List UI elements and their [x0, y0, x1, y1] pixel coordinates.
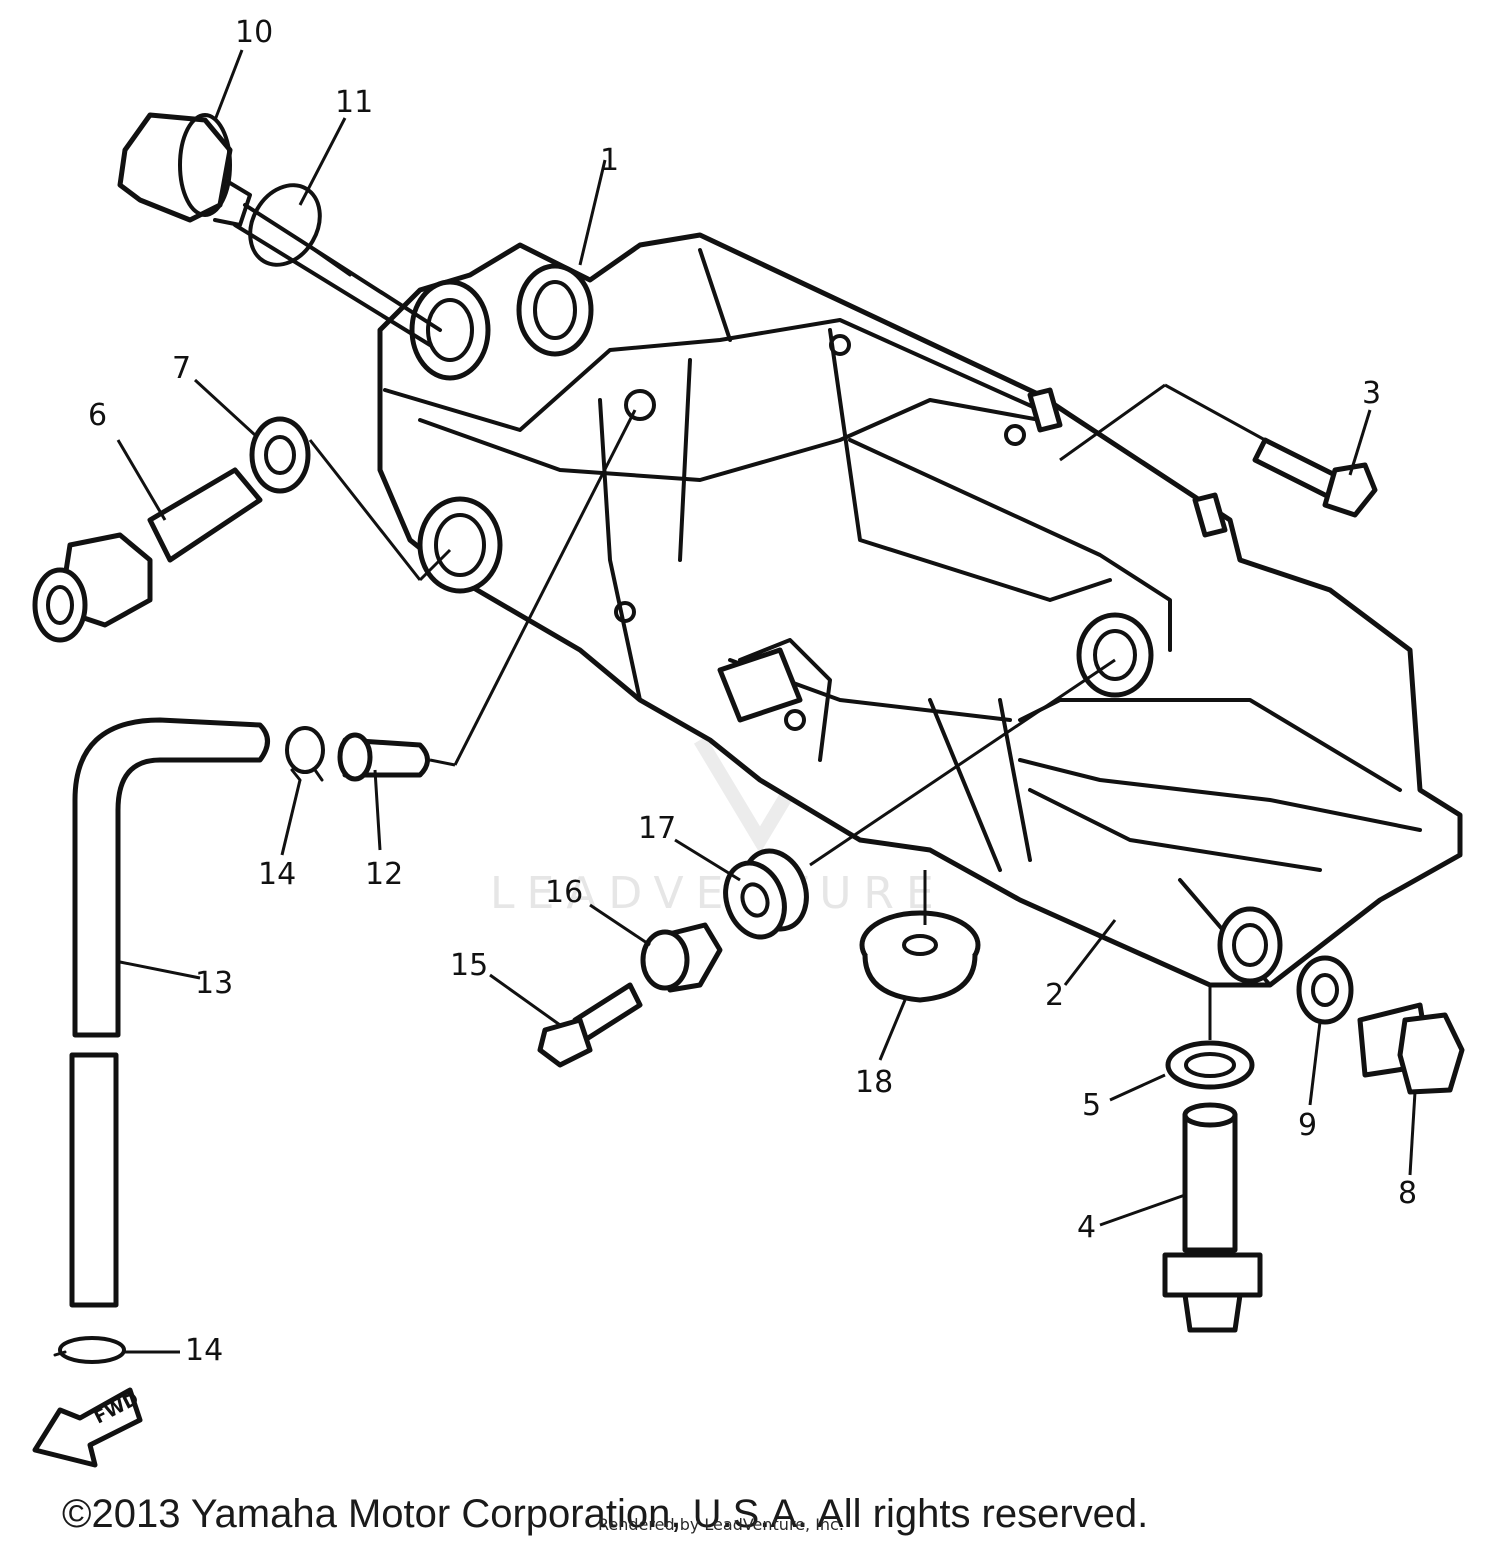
- callout-labels: 10 11 1 7 6 3 12 14 13 14 17 16 15 18 2 …: [88, 15, 1417, 1368]
- callout-11: 11: [335, 85, 373, 120]
- callout-16: 16: [545, 875, 583, 910]
- leader-lines: [116, 49, 1417, 1354]
- copyright-notice: ©2013 Yamaha Motor Corporation, U.S.A. A…: [62, 1492, 1148, 1536]
- callout-14-upper: 14: [258, 857, 296, 892]
- callout-3: 3: [1362, 376, 1381, 411]
- callout-9: 9: [1298, 1108, 1317, 1143]
- rendered-by-note: Rendered by LeadVenture, Inc.: [598, 1515, 844, 1534]
- part-8-drain-plug: [1357, 1002, 1465, 1095]
- part-17-collar: [723, 848, 809, 940]
- callout-1: 1: [600, 143, 619, 178]
- callout-6: 6: [88, 398, 107, 433]
- callout-18: 18: [855, 1065, 893, 1100]
- part-14-clip-lower: [53, 1336, 126, 1364]
- part-1-case: [377, 232, 1463, 988]
- callout-10: 10: [235, 15, 273, 50]
- part-16-grommet: [640, 922, 723, 993]
- callout-7: 7: [172, 351, 191, 386]
- part-4-oil-bolt: [1162, 1102, 1263, 1333]
- callout-15: 15: [450, 948, 488, 983]
- part-10-filler-cap: [117, 112, 442, 347]
- part-6-union-bolt: [32, 467, 263, 643]
- callout-14-lower: 14: [185, 1333, 223, 1368]
- part-13-hose: [69, 717, 270, 1308]
- callout-8: 8: [1398, 1176, 1417, 1211]
- part-9-washer: [1296, 955, 1354, 1025]
- part-3-bolt: [1252, 437, 1378, 518]
- part-14-clip-upper: [285, 726, 325, 782]
- callout-13: 13: [195, 966, 233, 1001]
- part-15-screw: [537, 982, 643, 1068]
- part-18-damper: [859, 910, 981, 1003]
- forward-direction-arrow: FWD: [32, 1387, 143, 1468]
- watermark-text: LEADVENTURE: [490, 868, 946, 919]
- callout-17: 17: [638, 811, 676, 846]
- callout-12: 12: [365, 857, 403, 892]
- callout-5: 5: [1082, 1088, 1101, 1123]
- part-12-plug: [337, 732, 430, 782]
- part-5-washer: [1165, 1040, 1255, 1090]
- part-7-washer: [249, 416, 311, 494]
- part-11-o-ring: [248, 183, 322, 267]
- callout-4: 4: [1077, 1210, 1096, 1245]
- callout-2: 2: [1045, 978, 1064, 1013]
